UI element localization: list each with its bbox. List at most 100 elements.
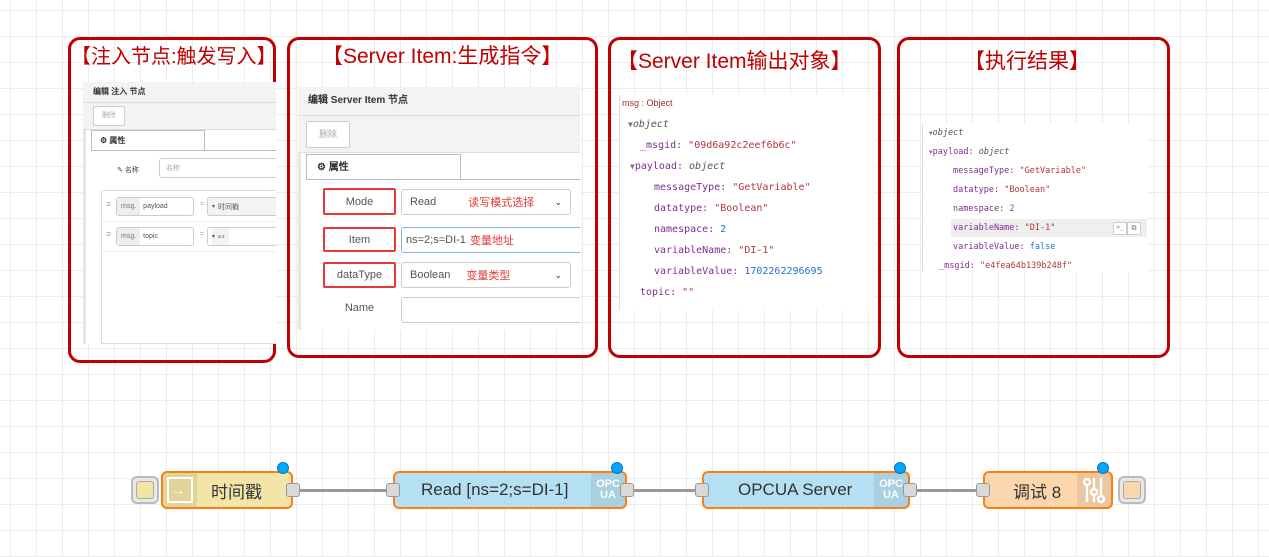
datatype-annotation: 变量类型 bbox=[466, 270, 511, 282]
prop-type-select[interactable]: ▾a z bbox=[207, 227, 276, 246]
name-input[interactable]: 名称 bbox=[159, 158, 276, 178]
props-list: ≡ msg. payload = ▾时间戳 ≡ msg. topic = bbox=[101, 190, 276, 344]
item-input[interactable]: ns=2;s=DI-1 变量地址 bbox=[401, 227, 580, 253]
changed-indicator bbox=[277, 462, 289, 474]
debug-icon bbox=[1077, 473, 1111, 507]
prop-key: payload bbox=[143, 203, 168, 210]
server-item-panel: 【Server Item:生成指令】 编辑 Server Item 节点 删除 … bbox=[287, 37, 598, 358]
editor-title: 编辑 注入 节点 bbox=[83, 82, 276, 103]
prop-type-select[interactable]: ▾时间戳 bbox=[207, 197, 276, 216]
item-annotation: 变量地址 bbox=[469, 235, 514, 247]
tree-row: datatype: "Boolean" bbox=[953, 185, 1051, 195]
server-item-panel-title: 【Server Item:生成指令】 bbox=[322, 45, 563, 68]
tree-row-payload[interactable]: ▼payload: object bbox=[630, 161, 726, 172]
expand-icon: ▼ bbox=[929, 130, 933, 137]
item-label: Item bbox=[323, 227, 396, 252]
output-port[interactable] bbox=[903, 483, 917, 497]
copy-path-icon[interactable]: >_ bbox=[1113, 222, 1127, 235]
node-label: OPCUA Server bbox=[738, 480, 853, 499]
mode-label: Mode bbox=[323, 188, 396, 215]
input-port[interactable] bbox=[386, 483, 400, 497]
chevron-down-icon: ⌄ bbox=[554, 269, 562, 280]
flow-node-inject[interactable]: → 时间戳 bbox=[161, 462, 300, 509]
server-item-editor-screenshot: 编辑 Server Item 节点 删除 ⚙ 属性 Mode Read 读写模式… bbox=[298, 87, 580, 330]
tree-root[interactable]: ▼object bbox=[929, 128, 964, 138]
node-label: Read [ns=2;s=DI-1] bbox=[421, 480, 569, 499]
tree-row-topic: topic: "" bbox=[640, 287, 695, 298]
tree-row: messageType: "GetVariable" bbox=[654, 182, 811, 193]
debug-toggle-button[interactable] bbox=[1118, 476, 1146, 504]
tree-row-msgid: _msgid: "09d6a92c2eef6b6c" bbox=[640, 140, 797, 151]
datatype-select[interactable]: Boolean 变量类型 ⌄ bbox=[401, 262, 571, 288]
delete-button[interactable]: 删除 bbox=[306, 121, 350, 148]
output-port[interactable] bbox=[286, 483, 300, 497]
expand-icon: ▼ bbox=[929, 149, 933, 156]
result-panel: 【执行结果】 ▼object ▼payload: object messageT… bbox=[897, 37, 1170, 358]
chevron-down-icon: ⌄ bbox=[554, 196, 562, 207]
output-panel-title: 【Server Item输出对象】 bbox=[617, 50, 852, 73]
delete-button[interactable]: 删除 bbox=[93, 106, 125, 126]
gear-icon: ⚙ bbox=[100, 136, 108, 145]
inject-editor-screenshot: 编辑 注入 节点 删除 ⚙ 属性 ✎ 名称 名称 ≡ msg. payload … bbox=[83, 82, 276, 344]
node-label: 时间戳 bbox=[211, 482, 262, 502]
gear-icon: ⚙ bbox=[317, 162, 326, 173]
tree-row-payload[interactable]: ▼payload: object bbox=[929, 147, 1010, 157]
tree-row: datatype: "Boolean" bbox=[654, 203, 769, 214]
tree-row: messageType: "GetVariable" bbox=[953, 166, 1087, 176]
name-label: ✎ 名称 bbox=[117, 167, 139, 174]
flow-node-debug[interactable]: 调试 8 bbox=[976, 462, 1113, 509]
tag-icon: ✎ bbox=[117, 167, 123, 174]
node-label: 调试 8 bbox=[1013, 482, 1062, 502]
expand-icon: ▼ bbox=[628, 120, 633, 129]
tree-row-hover[interactable]: variableName: "DI-1" >_ ⧉ bbox=[951, 219, 1147, 237]
caret-down-icon: ▾ bbox=[212, 234, 216, 240]
drag-handle-icon[interactable]: ≡ bbox=[106, 229, 112, 239]
name-label: Name bbox=[344, 302, 375, 314]
expand-icon: ▼ bbox=[630, 162, 635, 171]
debug-sliders-icon bbox=[1082, 477, 1106, 504]
changed-indicator bbox=[894, 462, 906, 474]
changed-indicator bbox=[1097, 462, 1109, 474]
name-input[interactable] bbox=[401, 297, 580, 323]
prop-row: ≡ msg. payload = ▾时间戳 bbox=[102, 191, 276, 222]
string-type-icon: a z bbox=[218, 233, 225, 240]
inject-node-panel: 【注入节点:触发写入】 编辑 注入 节点 删除 ⚙ 属性 ✎ 名称 名称 ≡ m… bbox=[68, 37, 277, 363]
tree-row: namespace: 2 bbox=[654, 224, 727, 235]
prop-row: ≡ msg. topic = ▾a z bbox=[102, 221, 276, 252]
prop-key: topic bbox=[143, 233, 158, 240]
result-panel-title: 【执行结果】 bbox=[964, 50, 1090, 73]
changed-indicator bbox=[611, 462, 623, 474]
inject-panel-title: 【注入节点:触发写入】 bbox=[71, 46, 277, 68]
wire[interactable] bbox=[628, 489, 704, 492]
tab-properties[interactable]: ⚙ 属性 bbox=[306, 154, 461, 179]
output-port[interactable] bbox=[620, 483, 634, 497]
tab-properties[interactable]: ⚙ 属性 bbox=[91, 130, 205, 150]
input-port[interactable] bbox=[976, 483, 990, 497]
editor-title: 编辑 Server Item 节点 bbox=[298, 87, 580, 116]
tree-row: variableName: "DI-1" bbox=[654, 245, 775, 256]
wire[interactable] bbox=[297, 489, 393, 492]
tree-row: variableValue: false bbox=[953, 242, 1056, 252]
mode-annotation: 读写模式选择 bbox=[468, 197, 535, 209]
tree-row: namespace: 2 bbox=[953, 204, 1015, 214]
caret-down-icon: ▾ bbox=[212, 204, 216, 210]
msg-header: msg : Object bbox=[622, 98, 673, 108]
tree-row-msgid: _msgid: "e4fea64b139b248f" bbox=[939, 261, 1073, 271]
debug-message-view: msg : Object ▼object _msgid: "09d6a92c2e… bbox=[619, 95, 875, 310]
inject-trigger-button[interactable] bbox=[131, 476, 159, 504]
input-port[interactable] bbox=[695, 483, 709, 497]
copy-value-icon[interactable]: ⧉ bbox=[1127, 222, 1141, 235]
drag-handle-icon[interactable]: ≡ bbox=[106, 199, 112, 209]
mode-select[interactable]: Read 读写模式选择 ⌄ bbox=[401, 189, 571, 215]
tree-root[interactable]: ▼object bbox=[628, 119, 669, 130]
wire[interactable] bbox=[912, 489, 985, 492]
inject-arrow-icon: → bbox=[163, 473, 197, 507]
debug-result-view: ▼object ▼payload: object messageType: "G… bbox=[922, 124, 1148, 272]
tree-row: variableValue: 1702262296695 bbox=[654, 266, 823, 277]
datatype-label: dataType bbox=[323, 262, 396, 288]
server-item-output-panel: 【Server Item输出对象】 msg : Object ▼object _… bbox=[608, 37, 881, 358]
